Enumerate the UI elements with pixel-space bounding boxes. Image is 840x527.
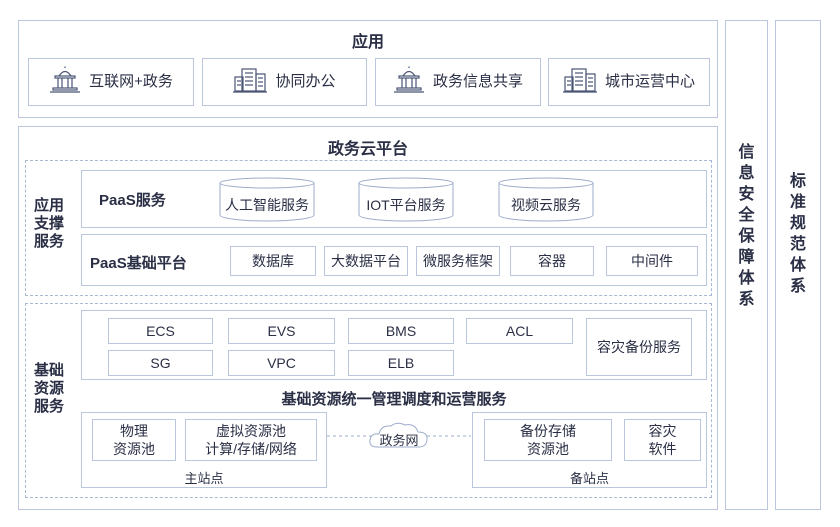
cylinder-shape [498, 177, 594, 222]
ecs-box[interactable]: ECS [108, 318, 213, 344]
backup-site-panel: 备份存储 资源池 容灾 软件 备站点 [472, 412, 707, 488]
government-building-icon [49, 66, 81, 99]
cloud-icon [369, 422, 428, 448]
disaster-software-box[interactable]: 容灾 软件 [624, 419, 701, 461]
middleware-box[interactable]: 中间件 [606, 246, 698, 276]
standard-system-panel: 标准 规范 体系 [775, 20, 821, 510]
gov-network-label: 政务网 [379, 433, 419, 448]
microservice-framework-box[interactable]: 微服务框架 [416, 246, 500, 276]
physical-pool-line1: 物理 [120, 423, 148, 439]
app-item-label: 城市运营中心 [604, 73, 695, 90]
backup-storage-line1: 备份存储 [520, 423, 576, 439]
iot-service-cylinder[interactable]: IOT平台服务 [358, 177, 454, 222]
vpc-box[interactable]: VPC [228, 350, 335, 376]
acl-box[interactable]: ACL [466, 318, 573, 344]
cylinder-label: IOT平台服务 [366, 197, 446, 213]
office-building-icon [233, 66, 268, 99]
ai-service-cylinder[interactable]: 人工智能服务 [219, 177, 315, 222]
physical-pool-box[interactable]: 物理 资源池 [92, 419, 176, 461]
evs-box[interactable]: EVS [228, 318, 335, 344]
container-box[interactable]: 容器 [510, 246, 594, 276]
office-building-icon [562, 66, 597, 99]
sg-box[interactable]: SG [108, 350, 213, 376]
virtual-pool-box[interactable]: 虚拟资源池 计算/存储/网络 [185, 419, 317, 461]
paas-base-panel: PaaS基础平台 数据库 大数据平台 微服务框架 容器 中间件 [81, 234, 707, 286]
paas-service-title: PaaS服务 [99, 192, 166, 209]
cylinder-shape [358, 177, 454, 222]
cylinder-label: 视频云服务 [511, 197, 581, 213]
database-box[interactable]: 数据库 [230, 246, 316, 276]
main-site-panel: 物理 资源池 虚拟资源池 计算/存储/网络 主站点 [81, 412, 327, 488]
security-system-panel: 信息 安全 保障 体系 [725, 20, 768, 510]
base-resource-label: 基础 资源 服务 [34, 362, 65, 415]
disaster-backup-box[interactable]: 容灾备份服务 [586, 318, 692, 376]
bms-box[interactable]: BMS [348, 318, 454, 344]
disaster-software-line1: 容灾 [648, 423, 677, 439]
paas-service-panel: PaaS服务 人工智能服务 IOT平台服务 [81, 170, 707, 228]
app-item-city-ops[interactable]: 城市运营中心 [548, 58, 710, 106]
application-layer: 应用 互联网+政务 协同办公 [18, 20, 718, 118]
virtual-pool-line1: 虚拟资源池 [216, 423, 286, 439]
main-site-caption: 主站点 [184, 471, 224, 486]
backup-storage-box[interactable]: 备份存储 资源池 [484, 419, 612, 461]
app-item-label: 互联网+政务 [89, 73, 173, 90]
management-title: 基础资源统一管理调度和运营服务 [281, 391, 507, 408]
platform-title: 政务云平台 [327, 141, 408, 158]
gov-cloud-platform: 政务云平台 应用 支撑 服务 PaaS服务 人工智能服务 [18, 126, 718, 510]
virtual-pool-line2: 计算/存储/网络 [205, 441, 297, 457]
app-support-region: 应用 支撑 服务 PaaS服务 人工智能服务 IOT平台服务 [25, 160, 712, 296]
network-connector [327, 422, 471, 448]
backup-storage-line2: 资源池 [527, 441, 569, 457]
cylinder-shape [219, 177, 315, 222]
app-item-internet-gov[interactable]: 互联网+政务 [28, 58, 194, 106]
app-item-info-share[interactable]: 政务信息共享 [375, 58, 541, 106]
bigdata-platform-box[interactable]: 大数据平台 [324, 246, 408, 276]
backup-site-caption: 备站点 [569, 471, 609, 486]
standard-system-label: 标准 规范 体系 [789, 173, 806, 295]
cylinder-label: 人工智能服务 [225, 197, 309, 213]
video-cloud-cylinder[interactable]: 视频云服务 [498, 177, 594, 222]
base-resource-region: 基础 资源 服务 ECS EVS BMS ACL SG VPC ELB 容灾备份… [25, 303, 712, 498]
iaas-services-panel: ECS EVS BMS ACL SG VPC ELB 容灾备份服务 [81, 310, 707, 380]
government-building-icon [393, 66, 425, 99]
disaster-software-line2: 软件 [648, 441, 677, 457]
elb-box[interactable]: ELB [348, 350, 454, 376]
app-support-label: 应用 支撑 服务 [34, 197, 65, 250]
app-item-label: 协同办公 [275, 73, 336, 90]
security-system-label: 信息 安全 保障 体系 [738, 144, 755, 308]
app-item-collab-office[interactable]: 协同办公 [202, 58, 367, 106]
app-item-label: 政务信息共享 [432, 73, 523, 90]
physical-pool-line2: 资源池 [113, 441, 155, 457]
paas-base-title: PaaS基础平台 [90, 255, 187, 272]
application-layer-title: 应用 [351, 34, 384, 51]
